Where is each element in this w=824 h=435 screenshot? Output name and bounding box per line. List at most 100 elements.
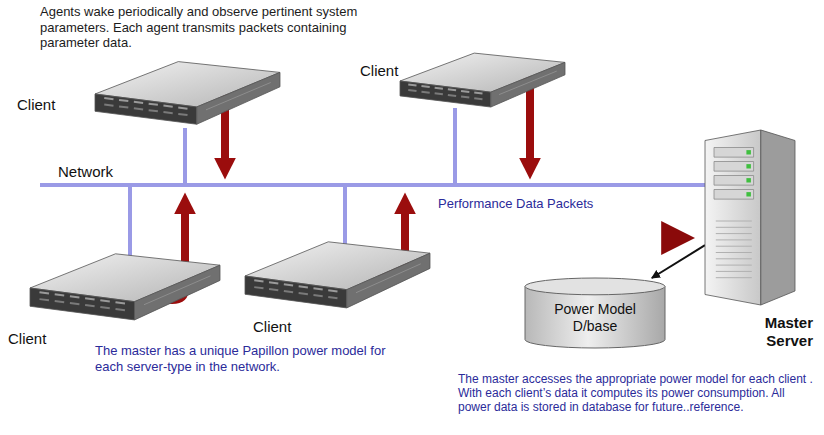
text-holder: Power Model D/base bbox=[525, 278, 665, 348]
label-holder: Network bbox=[58, 163, 148, 181]
server-front bbox=[400, 81, 491, 107]
drive-bay bbox=[435, 92, 443, 95]
client-label: Client bbox=[8, 330, 68, 348]
client-server: Client bbox=[95, 58, 280, 130]
tower-outline bbox=[705, 130, 795, 305]
drive-bay bbox=[269, 282, 278, 283]
client-server: Client bbox=[400, 50, 565, 112]
note-text: The master has a unique Papillon power m… bbox=[95, 343, 400, 374]
text-holder: Client bbox=[8, 330, 68, 348]
drive-bay bbox=[104, 105, 113, 106]
drive-bay bbox=[149, 104, 158, 105]
drive-bay bbox=[461, 90, 469, 93]
drive-bay bbox=[116, 309, 126, 310]
drive-bay bbox=[85, 305, 95, 306]
vent-line bbox=[716, 252, 752, 253]
network-label: Network bbox=[58, 163, 148, 181]
drive-bay bbox=[116, 302, 126, 303]
drive-bay bbox=[714, 148, 754, 158]
drive-bay bbox=[85, 298, 95, 299]
drive-bay bbox=[104, 98, 113, 99]
note-text: Agents wake periodically and observe per… bbox=[40, 4, 380, 51]
label-holder: The master accesses the appropriate powe… bbox=[458, 372, 816, 414]
vent-line bbox=[716, 277, 752, 278]
drive-bay bbox=[254, 287, 263, 288]
drive-bay bbox=[714, 190, 754, 200]
status-led bbox=[746, 192, 751, 196]
text-holder: Client bbox=[253, 318, 313, 336]
drive-bay bbox=[421, 91, 429, 94]
server-side bbox=[135, 265, 221, 320]
drive-bay bbox=[149, 110, 158, 111]
network-bus bbox=[40, 108, 705, 262]
drive-bay bbox=[269, 289, 278, 290]
client-label: Client bbox=[253, 318, 313, 336]
drive-bay bbox=[448, 94, 456, 97]
drive-bay bbox=[313, 288, 322, 289]
drive-bay bbox=[474, 97, 482, 100]
database-cylinder: Power Model D/base bbox=[525, 278, 665, 348]
text-holder: Master Server bbox=[741, 314, 813, 350]
drive-bay bbox=[435, 87, 443, 90]
vent-line bbox=[716, 221, 752, 222]
drive-bay bbox=[284, 284, 293, 285]
text-holder: Client bbox=[360, 62, 410, 80]
tower-side bbox=[761, 130, 795, 305]
side-vent bbox=[499, 71, 557, 95]
drive-bay bbox=[299, 293, 308, 294]
vent-line bbox=[716, 239, 752, 240]
vent-line bbox=[716, 233, 752, 234]
rack-outline bbox=[245, 238, 430, 314]
drive-bay bbox=[55, 301, 64, 302]
rack-outline bbox=[30, 250, 220, 326]
drive-bay bbox=[421, 85, 429, 88]
server-side bbox=[197, 72, 280, 124]
flow-arrow bbox=[555, 232, 668, 245]
database-label: Power Model D/base bbox=[535, 301, 655, 335]
rack-outline bbox=[400, 50, 565, 112]
drive-bay bbox=[254, 280, 263, 281]
drive-bay bbox=[714, 176, 754, 186]
drive-bay bbox=[328, 297, 337, 298]
vent-line bbox=[716, 246, 752, 247]
client-server: Client bbox=[30, 250, 220, 326]
client-server: Client bbox=[245, 238, 430, 314]
server-label: Master Server bbox=[741, 314, 813, 350]
label-holder: The master has a unique Papillon power m… bbox=[95, 343, 400, 374]
status-led bbox=[746, 178, 751, 182]
text-holder: Client bbox=[17, 96, 81, 114]
drive-bay bbox=[178, 114, 187, 115]
drive-bay bbox=[408, 89, 416, 92]
cylinder-body bbox=[525, 286, 665, 348]
server-front bbox=[245, 276, 347, 308]
tower-front bbox=[705, 130, 761, 305]
drive-bay bbox=[134, 108, 143, 109]
drive-bay bbox=[408, 83, 416, 86]
drive-bay bbox=[461, 96, 469, 99]
drive-bay bbox=[163, 112, 172, 113]
drive-bay bbox=[448, 88, 456, 91]
drive-bay bbox=[134, 102, 143, 103]
status-led bbox=[746, 164, 751, 168]
status-led bbox=[746, 150, 751, 154]
connector-arrow bbox=[652, 245, 705, 278]
drive-bay bbox=[70, 303, 80, 304]
flow-label: Performance Data Packets bbox=[438, 196, 638, 212]
server-front bbox=[30, 288, 135, 320]
drive-bay bbox=[119, 106, 128, 107]
client-label: Client bbox=[17, 96, 81, 114]
rack-outline bbox=[95, 58, 280, 130]
note-text: The master accesses the appropriate powe… bbox=[458, 372, 816, 414]
cylinder-top bbox=[525, 278, 665, 295]
vent-line bbox=[716, 227, 752, 228]
drive-bay bbox=[299, 286, 308, 287]
drive-bay bbox=[714, 162, 754, 172]
vent-line bbox=[716, 258, 752, 259]
drive-bay bbox=[474, 92, 482, 95]
master-server: Master Server bbox=[705, 130, 795, 305]
side-vent bbox=[206, 82, 271, 109]
vent-line bbox=[716, 265, 752, 266]
side-vent bbox=[356, 264, 421, 293]
